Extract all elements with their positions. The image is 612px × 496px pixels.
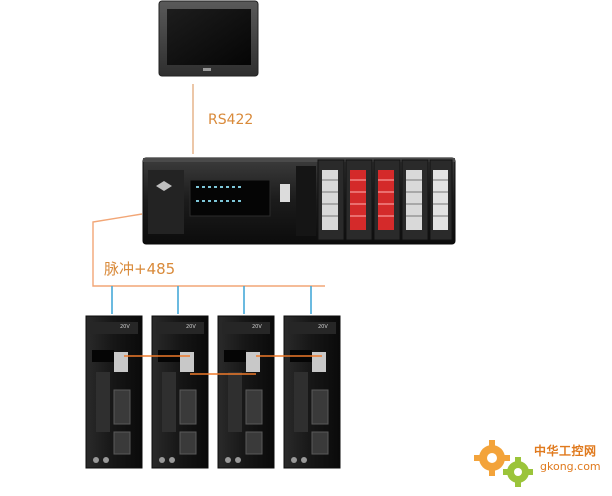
servo-drive-3 xyxy=(217,315,275,469)
servo-badge-2: 20V xyxy=(186,324,196,330)
servo-badge-3: 20V xyxy=(252,324,262,330)
watermark-cn-text: 中华工控网 xyxy=(534,444,597,458)
servo-drive-4 xyxy=(283,315,341,469)
plc-controller xyxy=(142,157,456,245)
servo-drive-1 xyxy=(85,315,143,469)
gear-icon xyxy=(503,457,533,487)
watermark-url-text: gkong.com xyxy=(540,460,601,473)
servo-badge-1: 20V xyxy=(120,324,130,330)
pulse-485-label: 脉冲+485 xyxy=(104,260,176,278)
blue-drop-lines xyxy=(111,286,312,314)
gear-icon xyxy=(474,440,510,476)
rs422-label: RS422 xyxy=(208,112,254,128)
hmi-touch-screen xyxy=(158,0,259,77)
watermark: 中华工控网 gkong.com xyxy=(478,438,608,490)
servo-drive-2 xyxy=(151,315,209,469)
servo-485-links xyxy=(124,355,322,375)
io-modules xyxy=(317,159,453,241)
servo-badge-4: 20V xyxy=(318,324,328,330)
pulse-485-connection-line xyxy=(92,213,325,287)
